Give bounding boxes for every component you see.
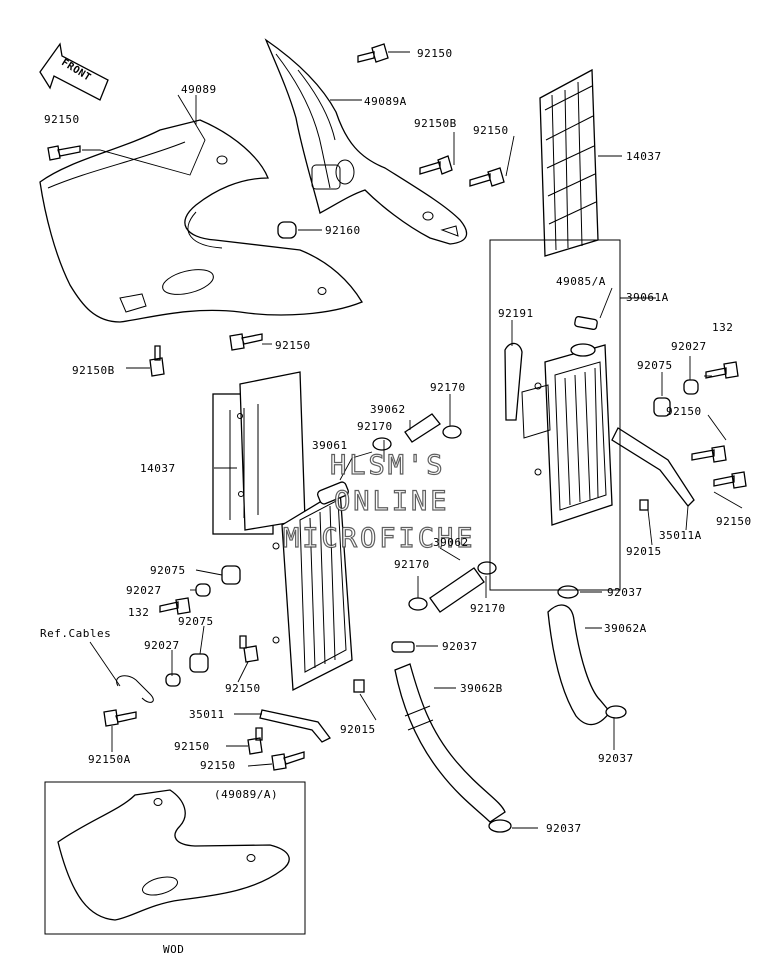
left-radiator (272, 481, 353, 692)
clamps (372, 425, 627, 833)
label-39062-b: 39062 (433, 536, 469, 549)
label-39062a: 39062A (604, 622, 647, 635)
label-39062-a: 39062 (370, 403, 406, 416)
label-92075-l2: 92075 (178, 615, 214, 628)
label-14037-left: 14037 (140, 462, 176, 475)
label-35011: 35011 (189, 708, 225, 721)
label-35011a: 35011A (659, 529, 702, 542)
label-92037-c: 92037 (598, 752, 634, 765)
label-ref-cables: Ref.Cables (40, 627, 111, 640)
part-labels: 49089 92150 92150B 92150 49089A 92150B 9… (40, 47, 752, 835)
label-92150-top: 92150 (417, 47, 453, 60)
grommets (165, 379, 699, 687)
label-92150a: 92150A (88, 753, 131, 766)
label-92075-l1: 92075 (150, 564, 186, 577)
label-92027-right: 92027 (671, 340, 707, 353)
label-92037-a: 92037 (607, 586, 643, 599)
label-92150-top-left: 92150 (44, 113, 80, 126)
label-49089a: 49089A (364, 95, 407, 108)
label-92015-left: 92015 (340, 723, 376, 736)
label-92015-right: 92015 (626, 545, 662, 558)
label-132-right: 132 (712, 321, 733, 334)
label-92037-d: 92037 (546, 822, 582, 835)
label-92150-l4: 92150 (174, 740, 210, 753)
label-132-left: 132 (128, 606, 149, 619)
label-39061a: 39061A (626, 291, 669, 304)
hose-39062a (547, 604, 611, 726)
label-92150b-left: 92150B (72, 364, 115, 377)
label-39061: 39061 (312, 439, 348, 452)
watermark-line-3: MICROFICHE (283, 523, 476, 554)
hose-39062 (404, 413, 441, 443)
center-shroud (264, 38, 468, 245)
label-92150-r1: 92150 (666, 405, 702, 418)
leader-lines (82, 51, 743, 829)
label-92150-r2: 92150 (716, 515, 752, 528)
inset-caption: WOD (163, 943, 184, 956)
label-92027-l2: 92027 (144, 639, 180, 652)
front-arrow: FRONT (39, 42, 109, 101)
watermark: HLSM'S ONLINE MICROFICHE (282, 449, 476, 554)
right-group-frame (489, 239, 621, 591)
hose-39062-lower (429, 567, 485, 613)
louver-right (539, 68, 599, 257)
label-92170-a: 92170 (430, 381, 466, 394)
bolts (47, 43, 747, 771)
right-radiator (504, 315, 613, 526)
left-shroud (39, 119, 363, 323)
watermark-line-1: HLSM'S (330, 450, 446, 481)
label-92170-c: 92170 (394, 558, 430, 571)
label-92075-right: 92075 (637, 359, 673, 372)
louver-left (212, 371, 306, 535)
hose-39062b (394, 663, 506, 823)
label-92027-l1: 92027 (126, 584, 162, 597)
inset-box: (49089/A) WOD (44, 781, 306, 956)
label-92150-l5: 92150 (200, 759, 236, 772)
label-39062b: 39062B (460, 682, 503, 695)
label-92150-l3: 92150 (225, 682, 261, 695)
label-49085a: 49085/A (556, 275, 606, 288)
bracket-35011a (611, 427, 695, 511)
label-92150-low: 92150 (275, 339, 311, 352)
label-92037-b: 92037 (442, 640, 478, 653)
watermark-line-2: ONLINE (334, 486, 450, 517)
label-92170-b: 92170 (357, 420, 393, 433)
ref-cables (116, 675, 154, 703)
label-92150b-mid: 92150B (414, 117, 457, 130)
label-92170-d: 92170 (470, 602, 506, 615)
label-92150-mid: 92150 (473, 124, 509, 137)
bracket-35011 (259, 679, 365, 743)
label-92191: 92191 (498, 307, 534, 320)
label-14037-right: 14037 (626, 150, 662, 163)
inset-ref-label: (49089/A) (214, 788, 278, 801)
label-92160: 92160 (325, 224, 361, 237)
label-49089: 49089 (181, 83, 217, 96)
